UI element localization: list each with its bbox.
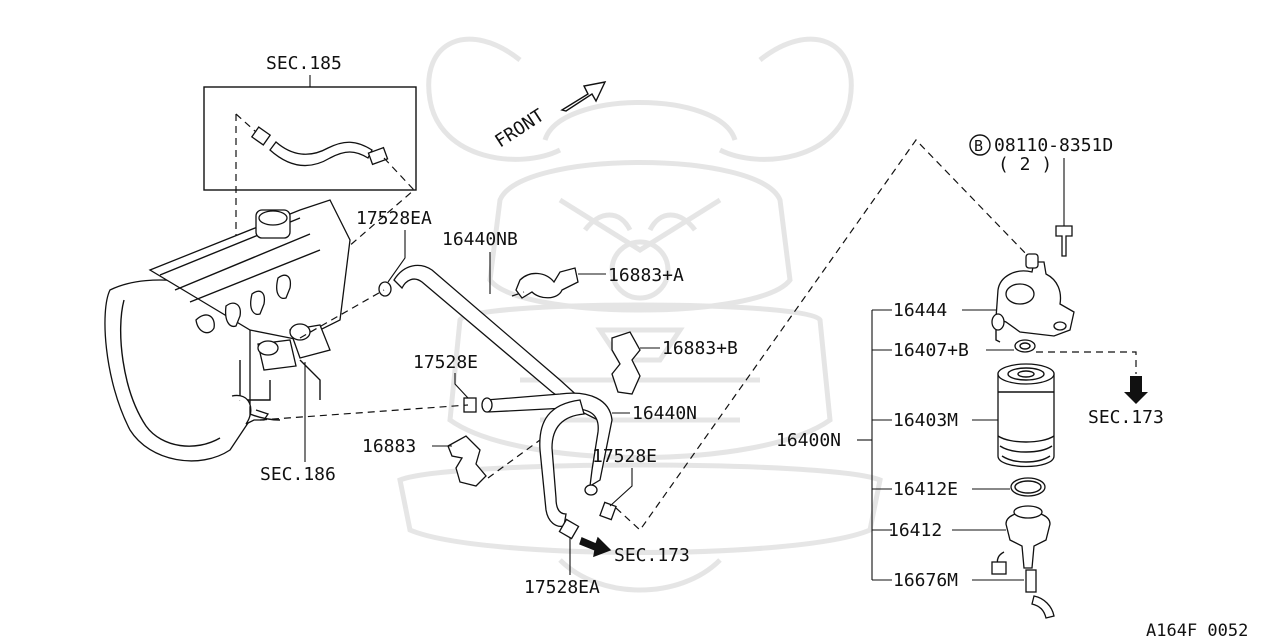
bolt-part-number[interactable]: 08110-8351D (994, 135, 1113, 156)
label-17528e-right[interactable]: 17528E (592, 446, 657, 467)
sec185-box (203, 86, 417, 191)
label-16676m[interactable]: 16676M (893, 570, 958, 591)
fuel-filter-assembly: B 08110-8351D ( 2 ) (969, 134, 1164, 619)
hose-assembly (259, 139, 1031, 540)
label-16400n[interactable]: 16400N (776, 430, 841, 451)
label-16883a[interactable]: 16883+A (608, 265, 684, 286)
hose-16440n-lower (539, 399, 585, 528)
bolt-icon (1055, 225, 1073, 257)
clamp-17528ea-top (378, 281, 392, 297)
sec185-label[interactable]: SEC.185 (266, 53, 342, 74)
bolt-badge (969, 134, 991, 156)
front-arrow-icon (560, 81, 607, 112)
label-17528e-left[interactable]: 17528E (413, 352, 478, 373)
sec173-right-label[interactable]: SEC.173 (1088, 407, 1164, 428)
label-16403m[interactable]: 16403M (893, 410, 958, 431)
label-16883[interactable]: 16883 (362, 436, 416, 457)
label-17528ea-bottom[interactable]: 17528EA (524, 577, 600, 598)
label-16883b[interactable]: 16883+B (662, 338, 738, 359)
engine-block (104, 199, 351, 462)
label-16412e[interactable]: 16412E (893, 479, 958, 500)
parts-tree: 16444 16407+B 16403M 16400N 16412E 16412… (776, 300, 1024, 591)
clip-16883 (447, 435, 487, 487)
clip-16883a (515, 267, 579, 299)
tube-16676m (1025, 569, 1037, 593)
arrow-right-icon (579, 536, 612, 558)
arrow-down-icon (1124, 376, 1148, 404)
label-16444[interactable]: 16444 (893, 300, 947, 321)
sec173-bottom-label[interactable]: SEC.173 (614, 545, 690, 566)
front-label: FRONT (491, 105, 548, 152)
sensor-connector (991, 561, 1007, 575)
sec185-inset: SEC.185 (203, 53, 417, 300)
sec186-label[interactable]: SEC.186 (260, 464, 336, 485)
bolt-quantity: ( 2 ) (998, 154, 1052, 175)
clamp-17528e-right (599, 501, 617, 521)
sec185-hose (269, 141, 373, 167)
bolt-badge-letter: B (974, 137, 983, 155)
clamp-17528ea-bottom (558, 518, 580, 540)
sec173-bottom-callout: SEC.173 (579, 536, 690, 566)
sec185-clamp-right (367, 146, 389, 166)
label-16407b[interactable]: 16407+B (893, 340, 969, 361)
label-16440nb[interactable]: 16440NB (442, 229, 518, 250)
label-16440n[interactable]: 16440N (632, 403, 697, 424)
drawing-code: A164F 0052 (1146, 621, 1248, 639)
oring-16407b (1014, 339, 1036, 353)
sec185-clamp-left (250, 126, 272, 146)
clip-16883b (611, 331, 641, 395)
sensor-16412 (1005, 511, 1051, 569)
label-17528ea-top[interactable]: 17528EA (356, 208, 432, 229)
front-indicator: FRONT (491, 81, 607, 152)
filter-head (995, 261, 1075, 337)
label-16412[interactable]: 16412 (888, 520, 942, 541)
bolt-callout: B 08110-8351D ( 2 ) (969, 134, 1113, 257)
watermark-logo (397, 36, 883, 593)
